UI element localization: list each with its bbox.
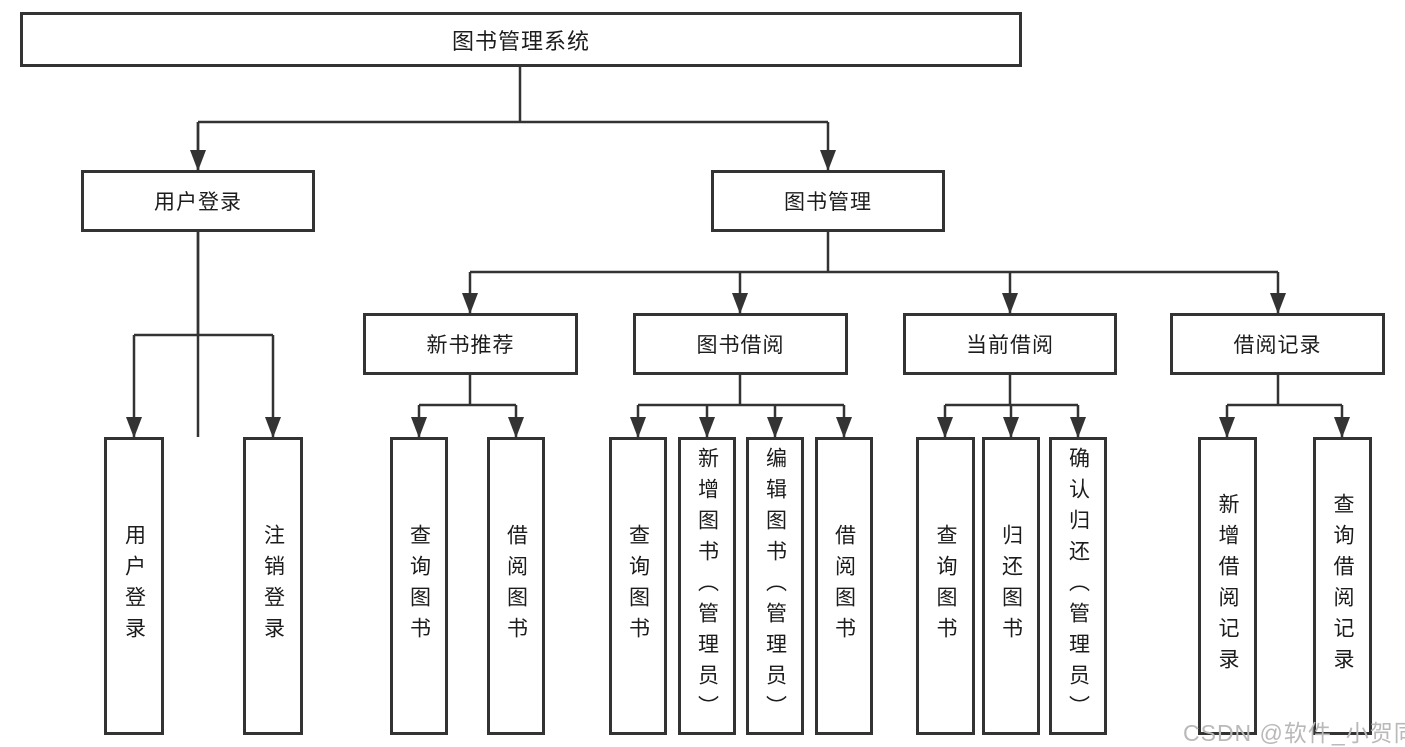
arrow-icon (767, 417, 783, 438)
leaf-query-books-borrow: 查询图书 (609, 437, 667, 735)
arrow-icon (508, 417, 524, 438)
node-label: 借阅图书 (504, 524, 528, 648)
arrow-icon (1002, 293, 1018, 314)
leaf-query-books-recommend: 查询图书 (390, 437, 448, 735)
node-label: 图书管理系统 (451, 28, 590, 54)
node-label: 归还图书 (999, 524, 1023, 648)
leaf-logout: 注销登录 (243, 437, 303, 735)
node-current-borrowing: 当前借阅 (903, 313, 1117, 375)
leaf-query-borrow-record: 查询借阅记录 (1313, 437, 1372, 735)
node-label: 图书管理 (784, 191, 872, 214)
node-label: 图书借阅 (696, 334, 785, 357)
node-label: 新增借阅记录 (1216, 493, 1239, 679)
csdn-watermark: CSDN @软件_小贺同学 (1183, 720, 1405, 746)
node-new-book-recommend: 新书推荐 (363, 313, 578, 375)
node-label: 确认归还（管理员） (1066, 446, 1090, 726)
edges (132, 67, 1344, 438)
arrow-icon (1070, 417, 1086, 438)
node-label: 注销登录 (261, 524, 285, 648)
edge-records-children (1225, 375, 1344, 438)
arrow-icon (1003, 417, 1019, 438)
leaf-return-books: 归还图书 (982, 437, 1040, 735)
edge-borrow-children (636, 375, 846, 438)
arrow-icon (836, 417, 852, 438)
arrow-icon (411, 417, 427, 438)
node-label: 新书推荐 (426, 334, 515, 357)
edge-mgmt-children (468, 232, 1280, 314)
arrow-icon (190, 150, 206, 171)
arrow-icon (1334, 417, 1350, 438)
arrow-icon (1270, 293, 1286, 314)
node-root: 图书管理系统 (20, 12, 1022, 67)
leaf-query-books-current: 查询图书 (916, 437, 975, 735)
arrow-icon (630, 417, 646, 438)
arrow-icon (937, 417, 953, 438)
leaf-add-borrow-record: 新增借阅记录 (1198, 437, 1257, 735)
edge-newbook-children (417, 375, 518, 438)
leaf-user-login: 用户登录 (104, 437, 164, 735)
edge-root-to-level2 (196, 67, 830, 437)
arrow-icon (265, 417, 281, 438)
node-label: 编辑图书（管理员） (763, 446, 787, 726)
node-label: 查询图书 (407, 524, 431, 648)
node-label: 借阅记录 (1233, 334, 1322, 357)
arrow-icon (462, 293, 478, 314)
leaf-edit-books-admin: 编辑图书（管理员） (746, 437, 804, 735)
arrow-icon (126, 417, 142, 438)
node-label: 用户登录 (154, 191, 242, 214)
node-label: 当前借阅 (966, 334, 1054, 357)
node-book-borrowing: 图书借阅 (633, 313, 848, 375)
arrow-icon (699, 417, 715, 438)
node-label: 查询图书 (626, 524, 650, 648)
leaf-borrow-books: 借阅图书 (815, 437, 873, 735)
arrow-icon (732, 293, 748, 314)
edge-user-children (132, 232, 275, 438)
node-label: 查询借阅记录 (1331, 493, 1354, 679)
arrow-icon (820, 150, 836, 171)
arrow-icon (1219, 417, 1235, 438)
node-label: 用户登录 (122, 524, 146, 648)
node-user-login: 用户登录 (81, 170, 315, 232)
leaf-confirm-return-admin: 确认归还（管理员） (1049, 437, 1107, 735)
arrowheads (126, 150, 1350, 438)
node-book-management: 图书管理 (711, 170, 945, 232)
node-borrowing-records: 借阅记录 (1170, 313, 1385, 375)
node-label: 借阅图书 (832, 524, 856, 648)
leaf-borrow-books-recommend: 借阅图书 (487, 437, 545, 735)
leaf-add-books-admin: 新增图书（管理员） (678, 437, 736, 735)
node-label: 查询图书 (934, 524, 957, 648)
node-label: 新增图书（管理员） (695, 446, 719, 726)
